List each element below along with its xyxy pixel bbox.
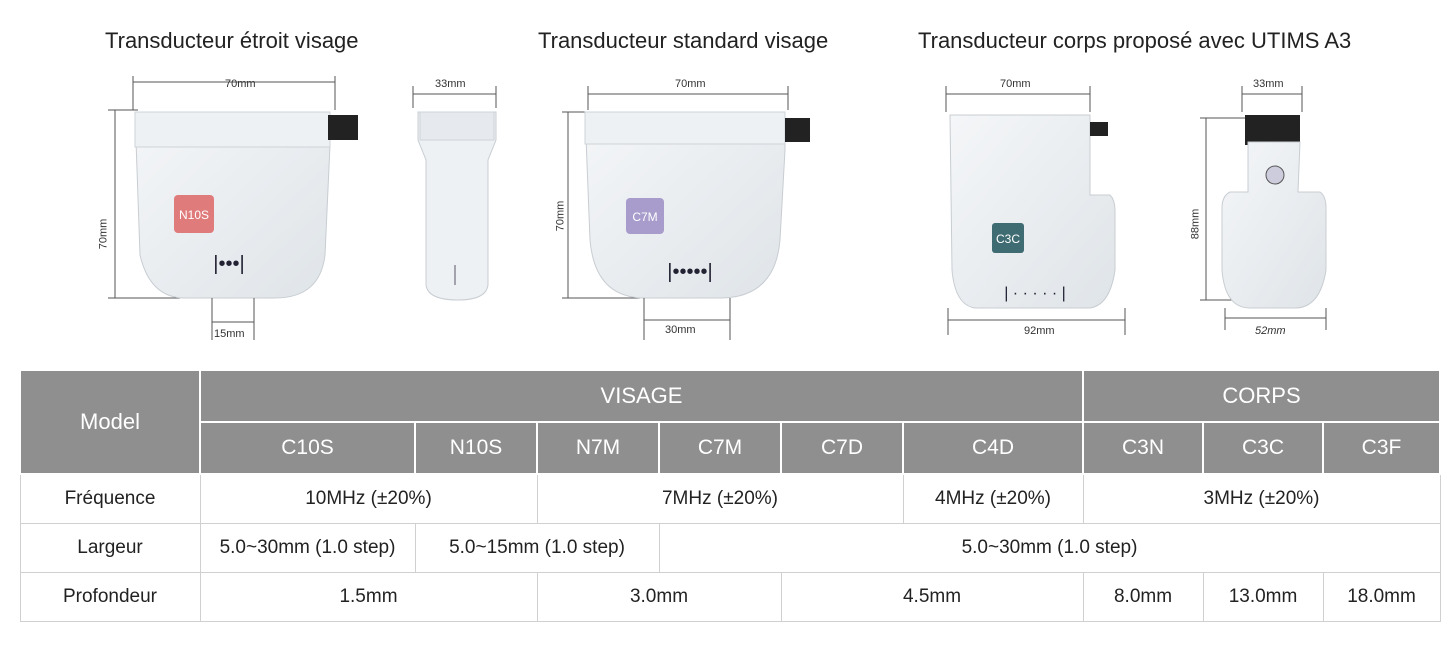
cell: 3MHz (±20%): [1082, 473, 1441, 524]
s-height-dim: 70mm: [554, 200, 567, 232]
cell: 18.0mm: [1322, 572, 1441, 622]
n10s-label: N10S: [179, 208, 209, 222]
b-side-dim: 33mm: [1253, 78, 1284, 90]
body-transducer-front-image: C3C | · · · · · |: [945, 86, 1126, 335]
cell: 5.0~15mm (1.0 step): [414, 523, 660, 573]
visage-header: VISAGE: [198, 369, 1085, 423]
body-transducer-side-image: [1200, 86, 1327, 330]
n-side-dim: 33mm: [435, 78, 466, 90]
model-c3f: C3F: [1322, 421, 1442, 475]
s-aperture-dim: 30mm: [665, 324, 696, 336]
narrow-transducer-front-image: N10S |•••|: [108, 76, 358, 340]
svg-text:| · · · · · |: | · · · · · |: [1004, 285, 1066, 302]
cell: 4MHz (±20%): [902, 473, 1084, 524]
table-row-frequency: Fréquence 10MHz (±20%) 7MHz (±20%) 4MHz …: [19, 473, 1441, 524]
n-aperture-dim: 15mm: [214, 328, 245, 340]
standard-transducer-image: C7M |•••••|: [562, 86, 810, 340]
table-row-width: Largeur 5.0~30mm (1.0 step) 5.0~15mm (1.…: [19, 523, 1441, 573]
model-c3c: C3C: [1202, 421, 1325, 475]
cell: 3.0mm: [536, 572, 782, 622]
c7m-label: C7M: [632, 210, 657, 224]
model-c7m: C7M: [658, 421, 782, 475]
cell: 7MHz (±20%): [536, 473, 904, 524]
cell: 5.0~30mm (1.0 step): [199, 523, 416, 573]
table-row-depth: Profondeur 1.5mm 3.0mm 4.5mm 8.0mm 13.0m…: [19, 572, 1441, 622]
row-label-depth: Profondeur: [19, 572, 201, 622]
row-label-frequency: Fréquence: [19, 473, 201, 524]
b-side-bottom-dim: 52mm: [1255, 325, 1286, 337]
spec-table: Model VISAGE CORPS C10S N10S N7M C7M C7D…: [19, 369, 1442, 622]
model-c4d: C4D: [901, 421, 1085, 475]
svg-text:|•••|: |•••|: [213, 253, 244, 275]
cell: 13.0mm: [1202, 572, 1324, 622]
b-width-dim: 70mm: [1000, 78, 1031, 90]
title-standard-face: Transducteur standard visage: [538, 28, 829, 53]
cell: 5.0~30mm (1.0 step): [658, 523, 1441, 573]
c3c-label: C3C: [996, 232, 1020, 246]
cell: 1.5mm: [199, 572, 538, 622]
cell: 4.5mm: [780, 572, 1084, 622]
model-n7m: N7M: [536, 421, 660, 475]
model-header: Model: [19, 369, 201, 475]
narrow-transducer-side-image: [412, 86, 497, 301]
title-body: Transducteur corps proposé avec UTIMS A3: [918, 28, 1352, 53]
title-narrow-face: Transducteur étroit visage: [105, 28, 359, 53]
svg-text:|•••••|: |•••••|: [667, 261, 712, 283]
b-height-dim: 88mm: [1189, 208, 1202, 240]
row-label-width: Largeur: [19, 523, 201, 573]
s-width-dim: 70mm: [675, 78, 706, 90]
model-n10s: N10S: [414, 421, 538, 475]
model-c7d: C7D: [780, 421, 904, 475]
model-c10s: C10S: [199, 421, 416, 475]
n-width-dim: 70mm: [225, 78, 256, 90]
b-bottom-dim: 92mm: [1024, 325, 1055, 337]
model-c3n: C3N: [1082, 421, 1205, 475]
corps-header: CORPS: [1082, 369, 1442, 423]
cell: 10MHz (±20%): [199, 473, 538, 524]
n-height-dim: 70mm: [97, 218, 110, 250]
cell: 8.0mm: [1082, 572, 1204, 622]
